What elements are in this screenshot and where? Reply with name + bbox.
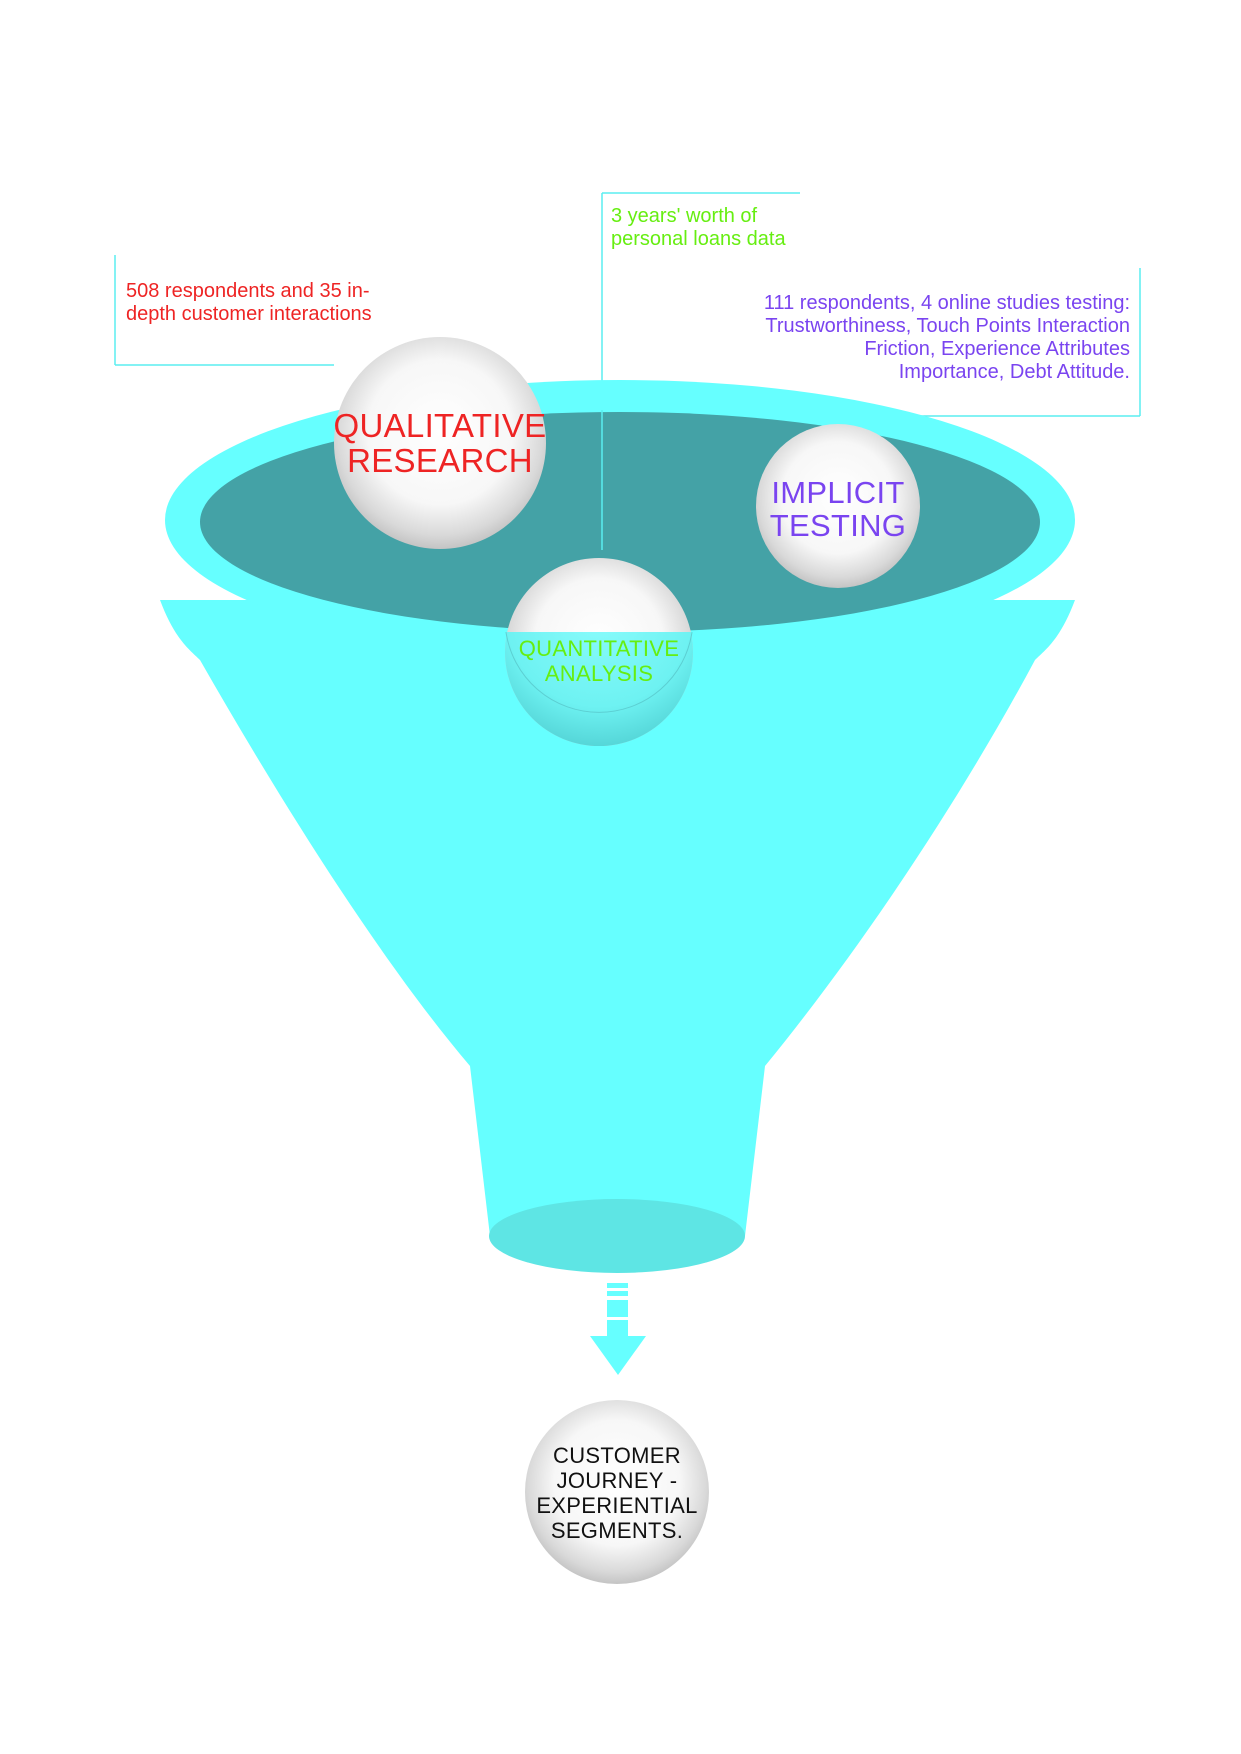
label-line: RESEARCH (347, 442, 533, 479)
bubble-implicit (756, 424, 920, 588)
label-qualitative-research: QUALITATIVE RESEARCH (320, 408, 560, 478)
label-implicit-testing: IMPLICIT TESTING (748, 476, 928, 542)
callout-line-implicit (898, 268, 1141, 417)
label-line: QUALITATIVE (333, 407, 547, 444)
label-line: JOURNEY - (556, 1468, 678, 1493)
callout-qualitative: 508 respondents and 35 in-depth customer… (126, 280, 372, 325)
bubble-qualitative (334, 337, 546, 549)
arrow-down-icon (590, 1283, 646, 1375)
label-line: CUSTOMER (553, 1443, 681, 1468)
label-line: SEGMENTS. (550, 1518, 684, 1543)
label-line: QUANTITATIVE (518, 636, 680, 661)
callout-line-qualitative (114, 255, 334, 366)
label-line: IMPLICIT (771, 475, 905, 510)
funnel-cone (160, 600, 1075, 1236)
label-line: ANALYSIS (544, 661, 654, 686)
label-quantitative-analysis: QUANTITATIVE ANALYSIS (499, 636, 699, 686)
callout-quantitative: 3 years' worth of personal loans data (611, 205, 786, 250)
bubble-quantitative (505, 558, 693, 746)
bubble-output (525, 1400, 709, 1584)
callout-implicit: 111 respondents, 4 online studies testin… (763, 292, 1130, 383)
label-customer-journey: CUSTOMER JOURNEY - EXPERIENTIAL SEGMENTS… (517, 1443, 717, 1543)
label-line: EXPERIENTIAL (536, 1493, 698, 1518)
label-line: TESTING (769, 508, 907, 543)
funnel-icon (160, 380, 1075, 1273)
funnel-outlet (489, 1199, 745, 1273)
